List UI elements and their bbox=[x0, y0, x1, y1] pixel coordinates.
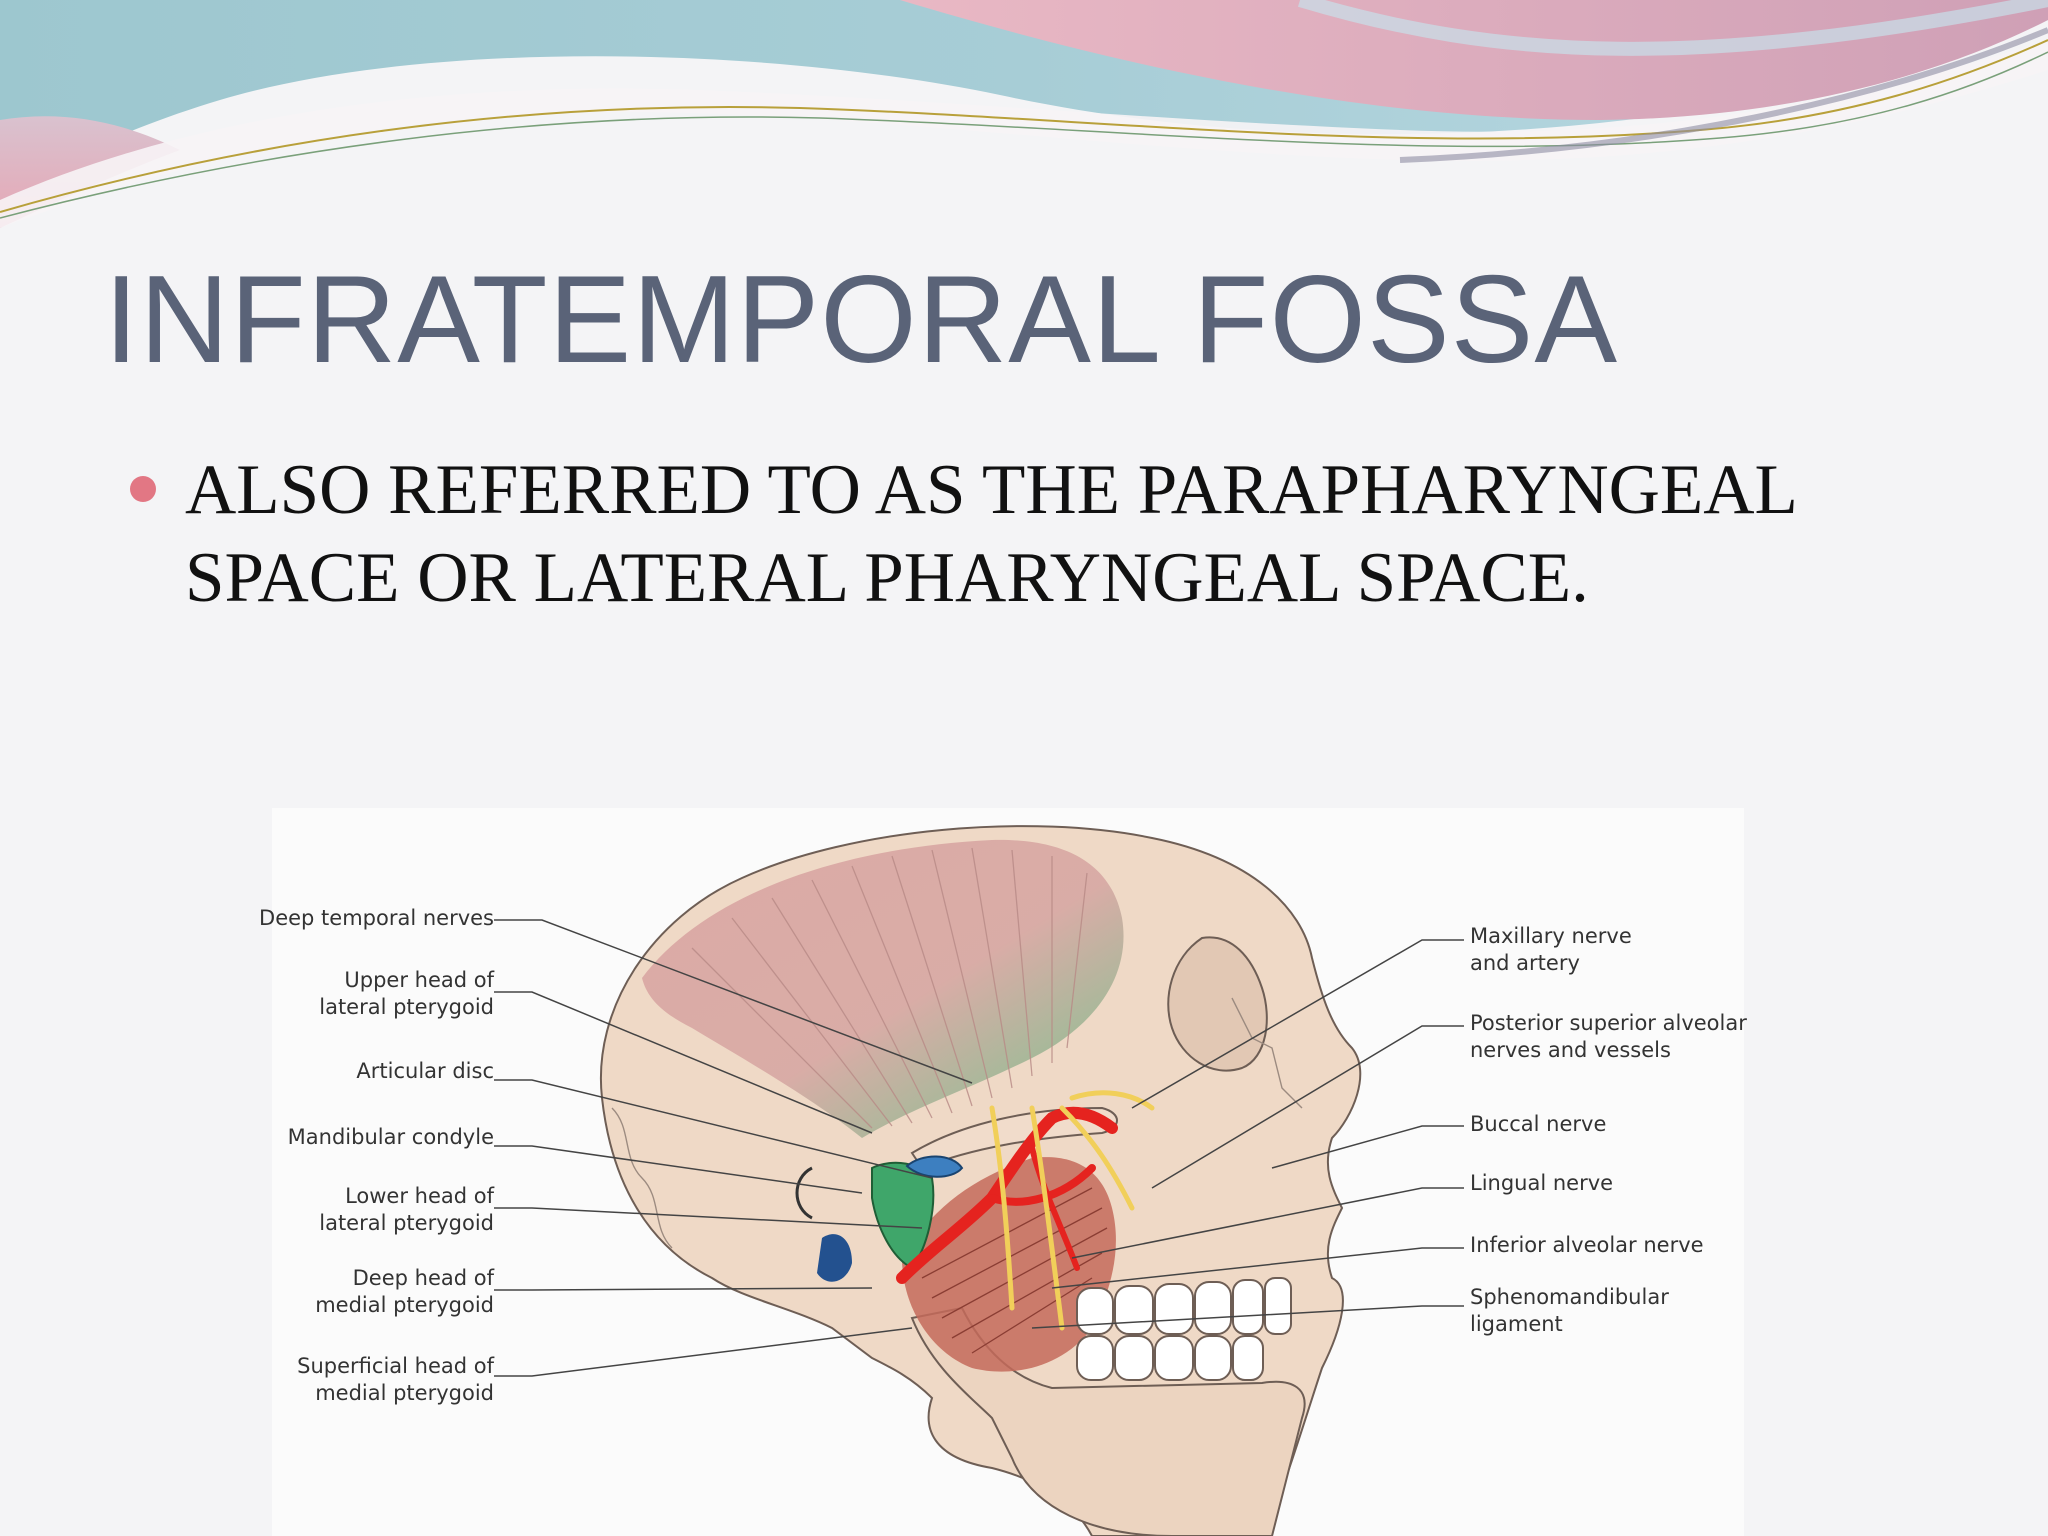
temporalis-muscle bbox=[642, 839, 1124, 1138]
label-line: Superficial head of bbox=[297, 1354, 494, 1378]
label-line: medial pterygoid bbox=[315, 1293, 494, 1317]
label-posterior-superior-alveolar: Posterior superior alveolar nerves and v… bbox=[1470, 1010, 1747, 1064]
label-mandibular-condyle: Mandibular condyle bbox=[288, 1124, 494, 1151]
label-articular-disc: Articular disc bbox=[356, 1058, 494, 1085]
mandible bbox=[910, 1306, 1306, 1536]
bullet-text: ALSO REFERRED TO AS THE PARAPHARYNGEAL S… bbox=[185, 446, 1945, 622]
label-line: Lower head of bbox=[345, 1184, 494, 1208]
bullet-dot-icon bbox=[130, 476, 156, 502]
label-line: nerves and vessels bbox=[1470, 1038, 1671, 1062]
bullet-line-1: ALSO REFERRED TO AS THE PARAPHARYNGEAL bbox=[185, 451, 1798, 529]
label-line: ligament bbox=[1470, 1312, 1563, 1336]
label-deep-temporal-nerves: Deep temporal nerves bbox=[259, 905, 494, 932]
label-maxillary-nerve-artery: Maxillary nerve and artery bbox=[1470, 923, 1632, 977]
bullet-line-2: SPACE OR LATERAL PHARYNGEAL SPACE. bbox=[185, 539, 1589, 617]
label-line: Sphenomandibular bbox=[1470, 1285, 1669, 1309]
label-upper-head-lateral-pterygoid: Upper head of lateral pterygoid bbox=[319, 967, 494, 1021]
decorative-wave-banner bbox=[0, 0, 2048, 240]
label-lower-head-lateral-pterygoid: Lower head of lateral pterygoid bbox=[319, 1183, 494, 1237]
label-buccal-nerve: Buccal nerve bbox=[1470, 1111, 1606, 1138]
external-ear-canal bbox=[795, 1166, 813, 1220]
label-line: Posterior superior alveolar bbox=[1470, 1011, 1747, 1035]
label-line: Mandibular condyle bbox=[287, 1125, 494, 1149]
orbit bbox=[1167, 936, 1268, 1072]
label-line: lateral pterygoid bbox=[319, 995, 494, 1019]
condyle-blue bbox=[817, 1234, 852, 1282]
anatomy-illustration: Deep temporal nerves Upper head of later… bbox=[259, 808, 1747, 1536]
label-line: Maxillary nerve bbox=[1470, 924, 1632, 948]
teeth bbox=[1076, 1277, 1292, 1381]
label-line: Upper head of bbox=[344, 968, 494, 992]
label-superficial-head-medial-pterygoid: Superficial head of medial pterygoid bbox=[297, 1353, 494, 1407]
label-deep-head-medial-pterygoid: Deep head of medial pterygoid bbox=[315, 1265, 494, 1319]
label-sphenomandibular-ligament: Sphenomandibular ligament bbox=[1470, 1284, 1669, 1338]
zygomatic-arch bbox=[910, 1106, 1118, 1170]
slide-title: INFRATEMPORAL FOSSA bbox=[104, 251, 1619, 389]
label-line: Articular disc bbox=[356, 1059, 494, 1083]
label-inferior-alveolar-nerve: Inferior alveolar nerve bbox=[1470, 1232, 1704, 1259]
label-line: medial pterygoid bbox=[315, 1381, 494, 1405]
skull-infratemporal-fossa-drawing bbox=[494, 825, 1464, 1536]
articular-disc bbox=[905, 1155, 964, 1178]
label-lingual-nerve: Lingual nerve bbox=[1470, 1170, 1613, 1197]
label-line: lateral pterygoid bbox=[319, 1211, 494, 1235]
label-line: Inferior alveolar nerve bbox=[1470, 1233, 1704, 1257]
label-line: Lingual nerve bbox=[1470, 1171, 1614, 1195]
label-line: and artery bbox=[1470, 951, 1580, 975]
label-line: Deep temporal nerves bbox=[259, 906, 494, 930]
label-line: Deep head of bbox=[352, 1266, 494, 1290]
maxillary-artery bbox=[896, 1106, 1118, 1284]
label-line: Buccal nerve bbox=[1470, 1112, 1607, 1136]
